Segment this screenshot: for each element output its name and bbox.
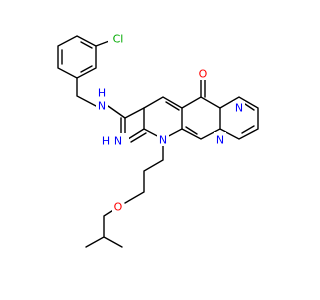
benzene-ring [57,35,97,79]
imine-bond [127,128,147,143]
ring-c [219,96,259,140]
n-chain-bond [124,138,164,204]
ring-nitrogen-mid-label: N [216,134,224,147]
molecule-structure: Cl N H O O N N H N N O [57,32,259,248]
benzene-inner-bonds [61,41,93,73]
atom-labels: Cl N H O O N N H N N O [96,32,245,214]
ether-bond [85,206,123,248]
bonds [57,35,259,248]
carbonyl-oxygen-label: O [199,68,208,81]
ring-a-double [165,101,180,111]
bridgehead-nitrogen-label: N [235,102,243,115]
imine-nitrogen-label: N [114,135,122,148]
imine-hydrogen-label: H [102,135,110,148]
amide-to-ring-bond [124,107,145,119]
carbonyl-o-bond [200,79,206,98]
ring-b-inner [185,126,198,135]
benzyl-ch2-bond [76,77,97,107]
amide-hydrogen-label: H [98,87,106,100]
ether-oxygen-label: O [114,201,123,214]
amide-nitrogen-label: N [98,100,106,113]
ring-b [181,96,221,140]
ring-nitrogen-left-label: N [159,134,167,147]
chlorine-label: Cl [113,33,124,46]
n-carbonyl-bond [107,105,126,119]
